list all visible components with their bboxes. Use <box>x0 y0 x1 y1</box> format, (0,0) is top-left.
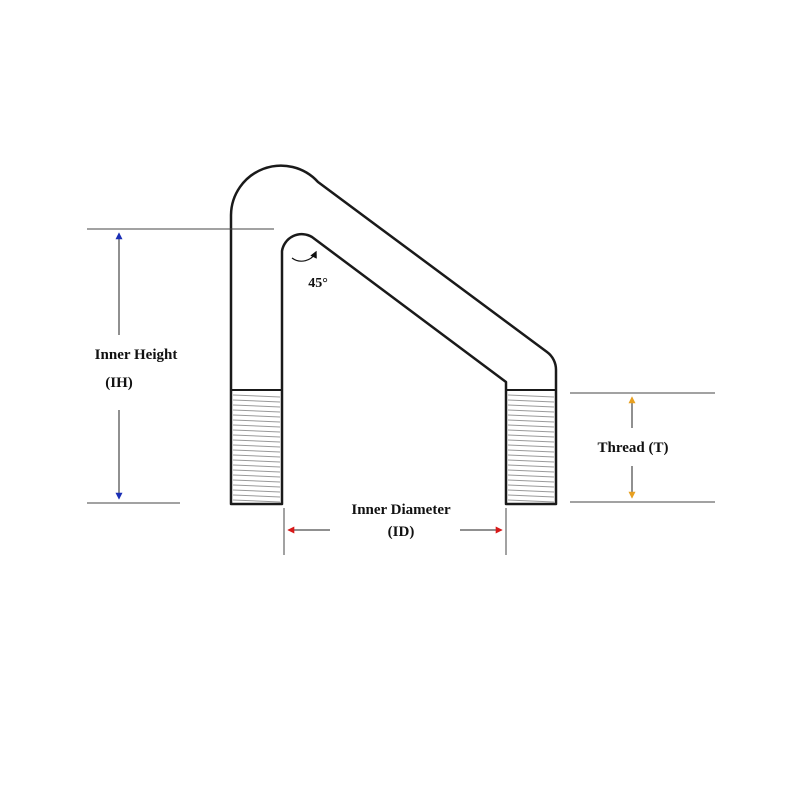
inner-height-label: Inner Height <box>95 347 178 363</box>
thread-line <box>232 439 281 443</box>
thread-line <box>507 444 555 448</box>
thread-line <box>507 419 555 423</box>
thread-line <box>232 474 281 478</box>
thread-line <box>232 499 281 503</box>
thread-line <box>507 414 555 418</box>
thread-line <box>507 394 555 398</box>
thread-label: Thread (T) <box>598 440 669 456</box>
thread-line <box>232 444 281 448</box>
thread-line <box>232 459 281 463</box>
thread-line <box>232 454 281 458</box>
thread-line <box>507 409 555 413</box>
thread-line <box>507 479 555 483</box>
angle-arc <box>291 250 317 262</box>
thread-line <box>507 454 555 458</box>
thread-line <box>232 479 281 483</box>
thread-line <box>507 404 555 408</box>
inner-height-abbr-label: (IH) <box>105 375 133 391</box>
thread-line <box>507 429 555 433</box>
thread-line <box>232 424 281 428</box>
thread-line <box>507 434 555 438</box>
thread-line <box>507 489 555 493</box>
u-bolt-outline <box>229 164 558 506</box>
thread-line <box>232 394 281 398</box>
thread-line <box>232 494 281 498</box>
inner-diameter-abbr-label: (ID) <box>388 524 415 540</box>
left-leg-thread <box>232 394 281 503</box>
thread-line <box>507 484 555 488</box>
thread-line <box>507 424 555 428</box>
thread-line <box>232 399 281 403</box>
thread-line <box>507 399 555 403</box>
thread-line <box>507 449 555 453</box>
thread-line <box>232 434 281 438</box>
thread-line <box>232 429 281 433</box>
thread-line <box>232 419 281 423</box>
thread-line <box>232 449 281 453</box>
thread-line <box>507 439 555 443</box>
thread-line <box>232 464 281 468</box>
inner-diameter-label: Inner Diameter <box>351 502 451 518</box>
thread-line <box>507 474 555 478</box>
thread-line <box>232 414 281 418</box>
thread-line <box>232 469 281 473</box>
thread-line <box>232 484 281 488</box>
thread-line <box>232 409 281 413</box>
right-leg-thread <box>507 394 555 503</box>
thread-line <box>507 464 555 468</box>
thread-line <box>507 494 555 498</box>
thread-line <box>507 469 555 473</box>
thread-line <box>507 459 555 463</box>
thread-line <box>507 499 555 503</box>
thread-line <box>232 489 281 493</box>
angle-label: 45° <box>308 276 328 291</box>
thread-line <box>232 404 281 408</box>
